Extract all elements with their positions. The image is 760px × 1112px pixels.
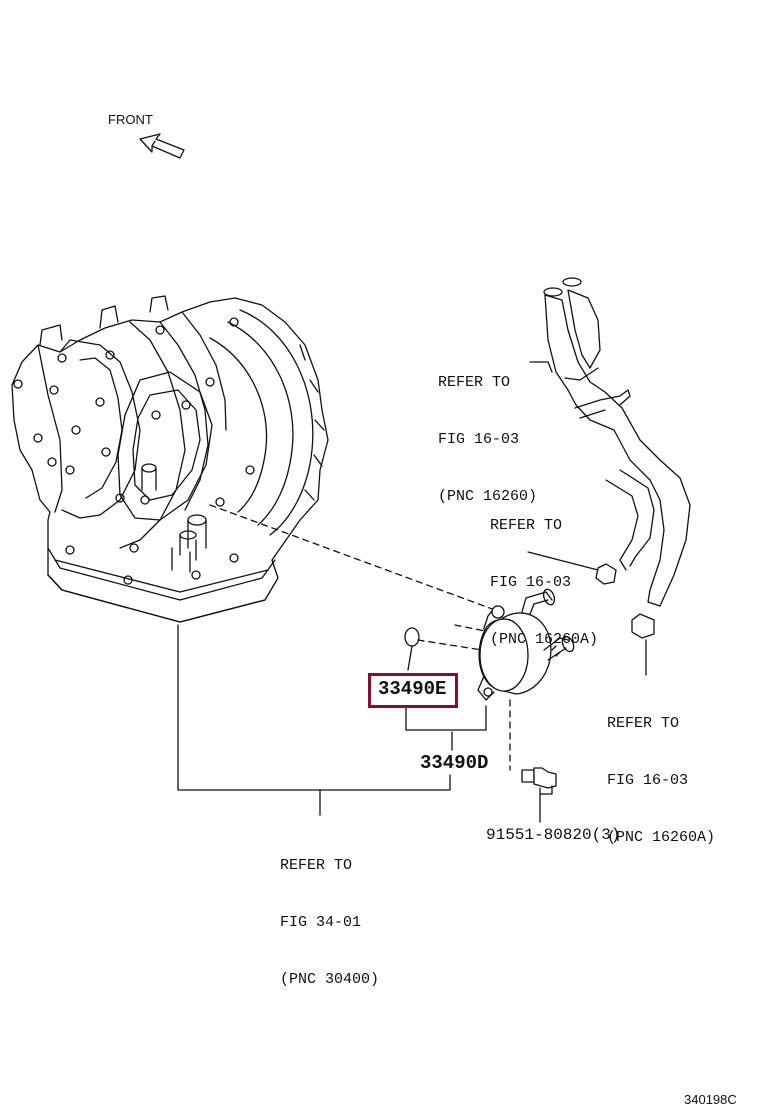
ref-line-2: FIG 34-01	[280, 914, 362, 931]
cooler-hoses	[543, 277, 691, 639]
ref-line-3: (PNC 30400)	[280, 971, 380, 988]
ref-line-2: FIG 16-03	[438, 431, 520, 448]
ref-callout-clamp-lower: REFER TO FIG 16-03 (PNC 16260A)	[607, 676, 715, 885]
ref-line-2: FIG 16-03	[607, 772, 689, 789]
ref-line-2: FIG 16-03	[490, 574, 572, 591]
highlight-box[interactable]	[368, 673, 458, 708]
front-arrow-icon	[139, 133, 185, 159]
ref-line-1: REFER TO	[607, 715, 680, 732]
ref-line-3: (PNC 16260A)	[490, 631, 599, 648]
ref-line-3: (PNC 16260A)	[607, 829, 716, 846]
oil-cooler	[477, 588, 575, 701]
ref-callout-clamp-middle: REFER TO FIG 16-03 (PNC 16260A)	[490, 478, 598, 687]
ref-callout-transaxle: REFER TO FIG 34-01 (PNC 30400)	[280, 818, 379, 1027]
ref-line-1: REFER TO	[490, 517, 563, 534]
bolt	[521, 767, 557, 795]
part-number-bolt[interactable]: 91551-80820(3)	[486, 826, 621, 844]
ref-line-1: REFER TO	[280, 857, 353, 874]
part-number-33490d[interactable]: 33490D	[420, 752, 489, 774]
ref-line-3: (PNC 16260)	[438, 488, 538, 505]
front-label: FRONT	[108, 112, 153, 127]
figure-code: 340198C	[684, 1092, 737, 1107]
o-ring	[404, 627, 420, 647]
transaxle-housing	[11, 295, 329, 623]
alignment-dashes	[209, 504, 511, 771]
leader-lines	[177, 361, 647, 823]
ref-callout-hose-upper: REFER TO FIG 16-03 (PNC 16260)	[438, 335, 537, 544]
part-number-33490e[interactable]: 33490E	[378, 678, 447, 700]
ref-line-1: REFER TO	[438, 374, 511, 391]
